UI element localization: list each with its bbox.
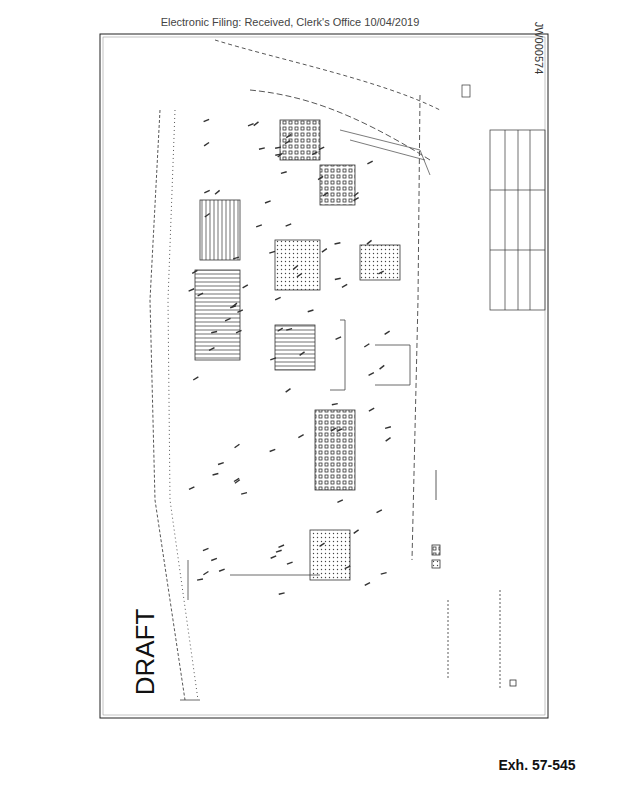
tree-symbol xyxy=(236,330,241,333)
tree-symbol xyxy=(381,573,387,574)
tree-symbol xyxy=(336,337,342,339)
tree-symbol xyxy=(211,332,217,333)
draft-watermark: DRAFT xyxy=(131,609,160,696)
tree-symbol xyxy=(377,510,382,513)
tree-symbol xyxy=(286,224,292,226)
tree-symbol xyxy=(275,147,281,148)
tree-symbol xyxy=(322,249,327,252)
tree-symbol xyxy=(297,273,302,276)
hatched-areas xyxy=(195,120,400,580)
tree-symbol xyxy=(335,278,341,279)
tree-symbol xyxy=(332,404,338,405)
tree-symbol xyxy=(215,190,220,194)
tree-symbol xyxy=(369,373,374,376)
tree-symbols xyxy=(189,119,391,594)
tree-symbol xyxy=(219,569,225,571)
tree-symbol xyxy=(319,147,324,150)
tree-symbol xyxy=(265,201,271,203)
tree-symbol xyxy=(367,240,372,244)
legend-symbols xyxy=(432,470,516,690)
title-block xyxy=(462,85,545,310)
tree-symbol xyxy=(232,303,237,307)
tree-symbol xyxy=(270,358,276,360)
tree-symbol xyxy=(335,243,341,244)
tree-symbol xyxy=(192,270,197,273)
tree-symbol xyxy=(318,176,323,179)
tree-symbol xyxy=(209,348,214,351)
tree-symbol xyxy=(269,251,275,253)
tree-symbol xyxy=(259,148,265,149)
tree-symbol xyxy=(234,478,239,481)
tree-symbol xyxy=(275,154,281,155)
sheet-border xyxy=(100,34,548,718)
tree-symbol xyxy=(203,571,208,574)
tree-symbol xyxy=(204,119,209,121)
tree-symbol xyxy=(256,225,262,227)
tree-symbol xyxy=(189,487,194,490)
tree-symbol xyxy=(331,428,336,431)
tree-symbol xyxy=(298,435,303,438)
tree-symbol xyxy=(225,318,231,320)
tree-symbol xyxy=(286,389,291,393)
bates-number: JW000574 xyxy=(533,22,545,75)
tree-symbol xyxy=(385,331,390,334)
tree-symbol xyxy=(233,257,239,259)
filing-stamp: Electronic Filing: Received, Clerk's Off… xyxy=(161,16,420,28)
tree-symbol xyxy=(270,449,276,451)
tree-symbol xyxy=(203,548,209,550)
tree-symbol xyxy=(243,285,248,288)
tree-symbol xyxy=(276,550,282,552)
tree-symbol xyxy=(369,408,374,411)
tree-symbol xyxy=(213,473,219,474)
tree-symbol xyxy=(345,566,350,568)
tree-symbol xyxy=(218,463,224,465)
tree-symbol xyxy=(278,328,283,331)
exhibit-number: Exh. 57-545 xyxy=(498,758,575,773)
tree-symbol xyxy=(211,558,217,560)
boundary-lines xyxy=(150,40,440,700)
tree-symbol xyxy=(380,365,385,369)
tree-symbol xyxy=(367,161,372,164)
tree-symbol xyxy=(365,583,370,586)
tree-symbol xyxy=(235,444,240,447)
tree-symbol xyxy=(204,190,209,193)
tree-symbol xyxy=(279,593,285,594)
tree-symbol xyxy=(300,352,305,355)
tree-symbol xyxy=(281,172,287,174)
tree-symbol xyxy=(287,562,293,564)
tree-symbol xyxy=(237,310,242,313)
tree-symbol xyxy=(337,429,343,431)
tree-symbol xyxy=(193,377,198,380)
tree-symbol xyxy=(364,344,369,347)
tree-symbol xyxy=(286,134,291,137)
tree-symbol xyxy=(285,141,290,144)
tree-symbol xyxy=(312,152,317,155)
tree-symbol xyxy=(354,192,359,196)
tree-symbol xyxy=(189,289,195,291)
tree-symbol xyxy=(278,545,284,547)
tree-symbol xyxy=(275,297,280,299)
tree-symbol xyxy=(241,493,247,494)
tree-symbol xyxy=(205,213,210,217)
tree-symbol xyxy=(254,122,259,126)
tree-symbol xyxy=(204,142,209,145)
tree-symbol xyxy=(337,500,342,503)
tree-symbol xyxy=(353,198,358,201)
tree-symbol xyxy=(271,556,277,558)
tree-symbol xyxy=(286,329,292,331)
tree-symbol xyxy=(197,579,203,580)
tree-symbol xyxy=(323,193,328,196)
tree-symbol xyxy=(378,271,383,274)
tree-symbol xyxy=(354,530,359,533)
tree-symbol xyxy=(385,427,391,429)
tree-symbol xyxy=(308,310,314,312)
tree-symbol xyxy=(386,438,391,441)
tree-symbol xyxy=(342,284,347,287)
tree-symbol xyxy=(293,266,298,270)
tree-symbol xyxy=(248,124,254,126)
tree-symbol xyxy=(198,293,203,296)
tree-symbol xyxy=(320,543,325,546)
